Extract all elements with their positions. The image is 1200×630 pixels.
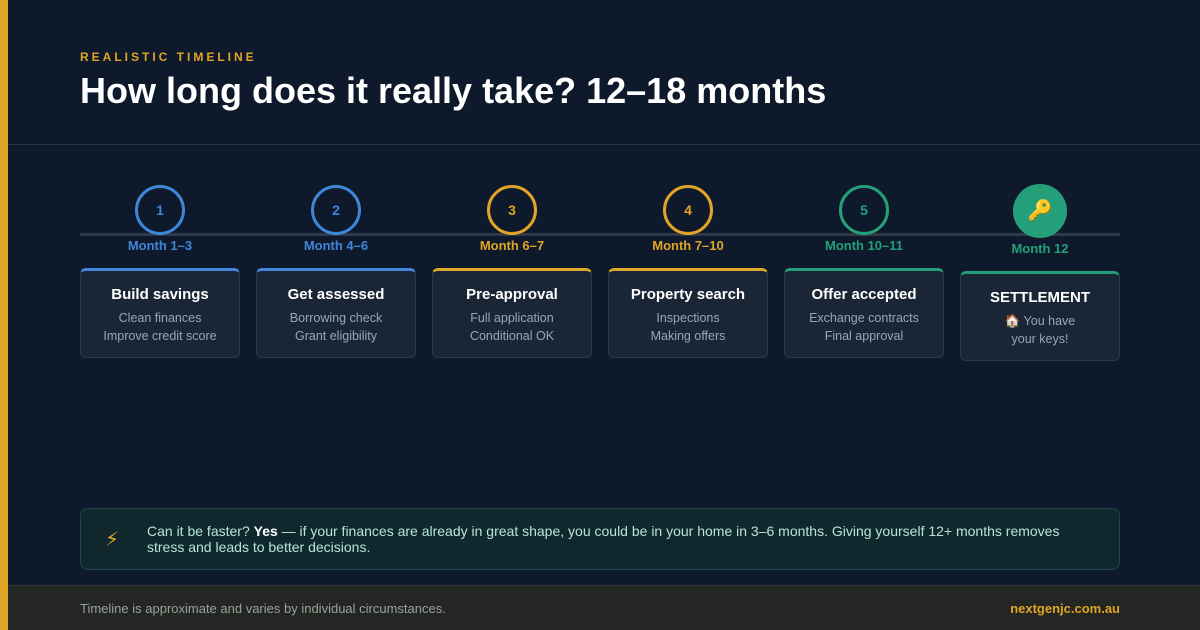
callout-text: Can it be faster? Yes — if your finances…: [147, 523, 1060, 555]
step-month: Month 7–10: [652, 238, 724, 253]
step-card: Property search Inspections Making offer…: [608, 268, 768, 358]
step-detail: Full application: [470, 311, 554, 325]
timeline-step-2: 2 Month 4–6 Get assessed Borrowing check…: [256, 185, 416, 358]
footer-site-link[interactable]: nextgenjc.com.au: [1010, 600, 1120, 616]
step-card: Offer accepted Exchange contracts Final …: [784, 268, 944, 358]
step-month: Month 12: [1011, 241, 1069, 256]
step-marker: 5: [839, 185, 889, 235]
step-month: Month 6–7: [479, 238, 545, 253]
step-month: Month 1–3: [127, 238, 193, 253]
step-month: Month 4–6: [303, 238, 369, 253]
step-marker: 2: [311, 185, 361, 235]
step-detail: Final approval: [824, 329, 904, 343]
timeline-step-6: 🔑 Month 12 SETTLEMENT 🏠 You have your ke…: [960, 184, 1120, 361]
step-detail: Conditional OK: [469, 329, 555, 343]
footer: Timeline is approximate and varies by in…: [8, 585, 1200, 630]
timeline-step-5: 5 Month 10–11 Offer accepted Exchange co…: [784, 185, 944, 358]
step-marker: 3: [487, 185, 537, 235]
step-title: Offer accepted: [811, 286, 917, 303]
lightning-icon: ⚡: [105, 528, 120, 551]
header-divider: [8, 144, 1200, 145]
eyebrow-label: REALISTIC TIMELINE: [80, 50, 257, 64]
step-detail: Making offers: [650, 329, 726, 343]
footer-disclaimer: Timeline is approximate and varies by in…: [80, 600, 446, 616]
step-detail: Improve credit score: [103, 329, 217, 343]
timeline-step-4: 4 Month 7–10 Property search Inspections…: [608, 185, 768, 358]
step-title: Get assessed: [287, 286, 385, 303]
faster-callout: ⚡ Can it be faster? Yes — if your financ…: [80, 508, 1120, 570]
step-title: Build savings: [111, 286, 209, 303]
step-detail: Clean finances: [118, 311, 202, 325]
left-accent-bar: [0, 0, 8, 630]
step-card: Pre-approval Full application Conditiona…: [432, 268, 592, 358]
step-card: Get assessed Borrowing check Grant eligi…: [256, 268, 416, 358]
step-detail: your keys!: [1011, 332, 1069, 346]
step-detail: 🏠 You have: [1004, 314, 1076, 328]
key-icon: 🔑: [1013, 184, 1067, 238]
page-title: How long does it really take? 12–18 mont…: [80, 70, 827, 111]
step-marker: 1: [135, 185, 185, 235]
timeline-line: [80, 233, 1120, 236]
timeline-step-1: 1 Month 1–3 Build savings Clean finances…: [80, 185, 240, 358]
step-month: Month 10–11: [824, 238, 904, 253]
step-detail: Inspections: [656, 311, 720, 325]
step-marker: 4: [663, 185, 713, 235]
step-detail: Exchange contracts: [809, 311, 919, 325]
step-card: SETTLEMENT 🏠 You have your keys!: [960, 271, 1120, 361]
step-title: SETTLEMENT: [990, 289, 1090, 306]
step-title: Pre-approval: [466, 286, 558, 303]
step-title: Property search: [630, 286, 746, 303]
step-detail: Grant eligibility: [295, 329, 377, 343]
step-detail: Borrowing check: [289, 311, 383, 325]
step-card: Build savings Clean finances Improve cre…: [80, 268, 240, 358]
timeline-step-3: 3 Month 6–7 Pre-approval Full applicatio…: [432, 185, 592, 358]
